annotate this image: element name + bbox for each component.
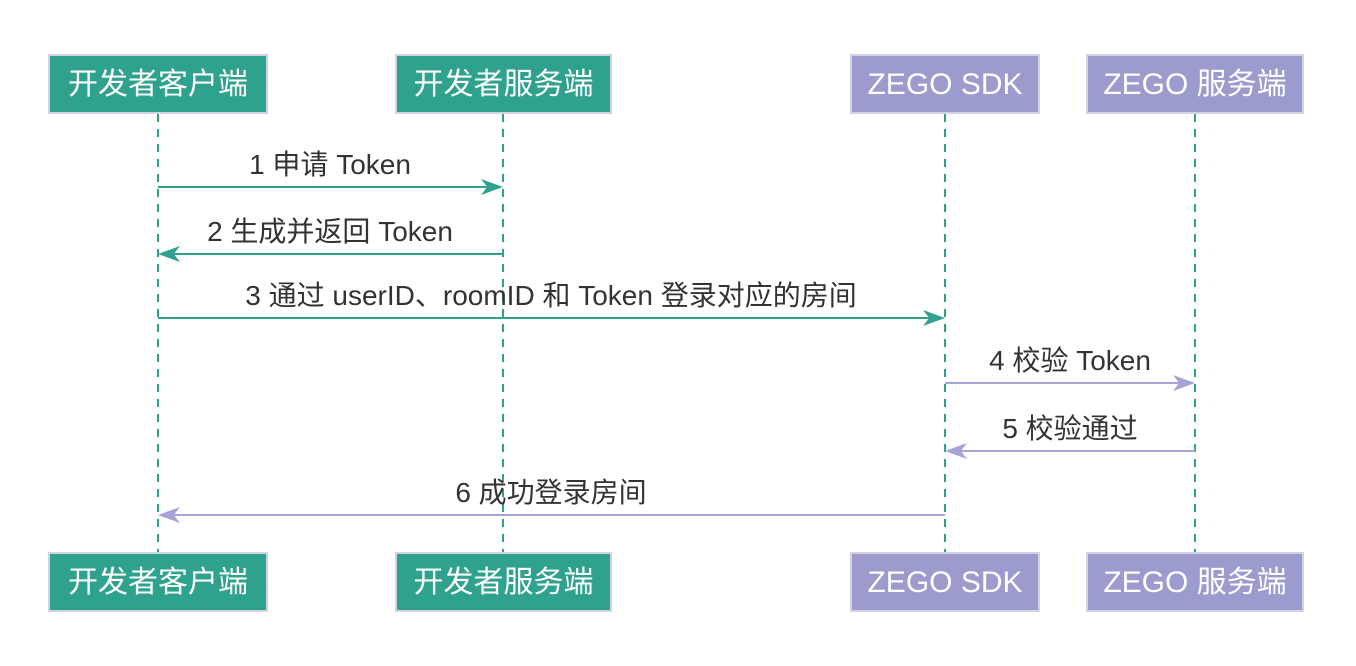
actor-bottom-developer-client: 开发者客户端 — [48, 552, 268, 612]
message-1-arrow-line — [158, 186, 499, 188]
message-3-label: 3 通过 userID、roomID 和 Token 登录对应的房间 — [245, 280, 857, 311]
actor-bottom-zego-server: ZEGO 服务端 — [1086, 552, 1304, 612]
message-1-label: 1 申请 Token — [249, 149, 411, 180]
message-2-label: 2 生成并返回 Token — [207, 216, 453, 247]
actor-top-developer-server: 开发者服务端 — [395, 54, 612, 114]
lifeline-zego-server — [1194, 114, 1196, 552]
message-2-arrow-line — [162, 253, 503, 255]
lifeline-zego-sdk — [944, 114, 946, 552]
message-4-label: 4 校验 Token — [989, 345, 1151, 376]
lifeline-developer-server — [502, 114, 504, 552]
message-5-label: 5 校验通过 — [1002, 413, 1138, 444]
actor-bottom-zego-sdk: ZEGO SDK — [850, 552, 1040, 612]
actor-bottom-developer-server: 开发者服务端 — [395, 552, 612, 612]
message-6-arrow-line — [162, 514, 945, 516]
message-3-arrow-line — [158, 317, 941, 319]
actor-top-developer-client: 开发者客户端 — [48, 54, 268, 114]
message-4-arrow-line — [945, 382, 1191, 384]
message-6-label: 6 成功登录房间 — [455, 477, 647, 508]
lifeline-developer-client — [157, 114, 159, 552]
actor-top-zego-sdk: ZEGO SDK — [850, 54, 1040, 114]
message-5-arrow-line — [949, 450, 1195, 452]
actor-top-zego-server: ZEGO 服务端 — [1086, 54, 1304, 114]
